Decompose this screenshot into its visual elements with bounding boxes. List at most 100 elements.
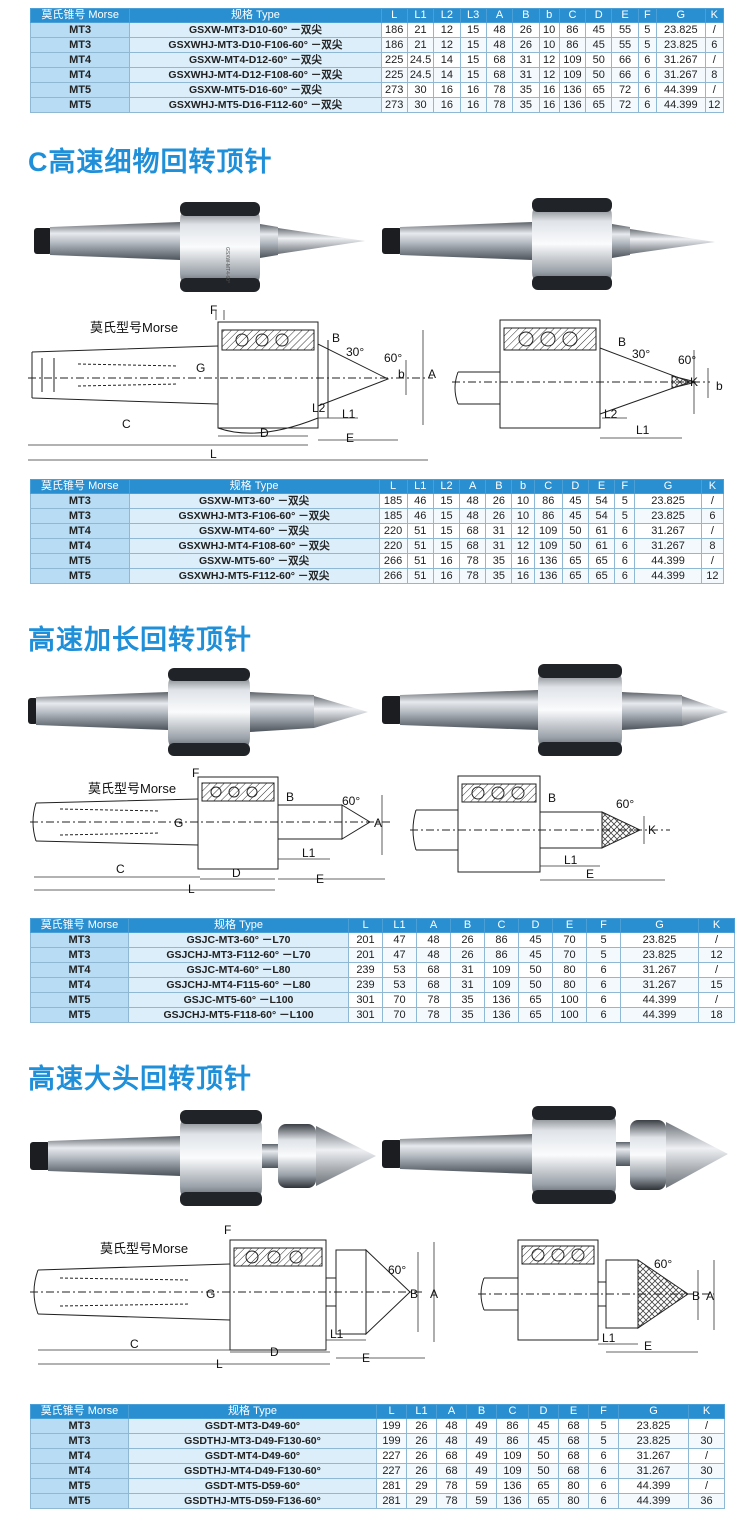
morse-cell: MT5 <box>30 568 130 584</box>
value-cell: 26 <box>406 1463 437 1479</box>
value-cell: 15 <box>459 37 487 53</box>
type-cell: GSDTHJ-MT4-D49-F130-60° <box>128 1463 377 1479</box>
value-cell: 6 <box>586 962 621 978</box>
value-cell: 86 <box>484 932 519 948</box>
value-cell: 68 <box>558 1433 589 1449</box>
svg-text:D: D <box>260 426 269 440</box>
type-cell: GSJC-MT4-60° －L80 <box>128 962 349 978</box>
svg-text:B: B <box>286 790 294 804</box>
value-cell: 44.399 <box>618 1493 689 1509</box>
value-cell: 65 <box>518 1007 553 1023</box>
value-cell: 68 <box>558 1418 589 1434</box>
svg-text:60°: 60° <box>678 353 696 367</box>
value-cell: 301 <box>348 1007 383 1023</box>
value-cell: 31.267 <box>618 1463 689 1479</box>
value-cell: 72 <box>611 97 639 113</box>
value-cell: 44.399 <box>620 992 699 1008</box>
value-cell: 136 <box>496 1478 529 1494</box>
value-cell: 5 <box>588 1418 619 1434</box>
value-cell: 65 <box>518 992 553 1008</box>
value-cell: 65 <box>528 1478 559 1494</box>
value-cell: 45 <box>528 1418 559 1434</box>
column-header: L1 <box>406 1404 437 1419</box>
value-cell: 26 <box>406 1433 437 1449</box>
value-cell: 6 <box>637 97 657 113</box>
value-cell: 185 <box>378 508 408 524</box>
value-cell: 35 <box>512 97 540 113</box>
value-cell: 44.399 <box>618 1478 689 1494</box>
value-cell: 12 <box>538 52 560 68</box>
morse-cell: MT4 <box>30 1463 129 1479</box>
value-cell: 5 <box>637 22 657 38</box>
value-cell: 8 <box>700 538 725 554</box>
morse-cell: MT3 <box>30 1418 129 1434</box>
type-cell: GSJCHJ-MT4-F115-60° －L80 <box>128 977 349 993</box>
value-cell: 10 <box>538 37 560 53</box>
morse-cell: MT4 <box>30 538 130 554</box>
value-cell: 31 <box>485 523 513 539</box>
value-cell: 51 <box>406 568 434 584</box>
column-header: C <box>558 8 587 23</box>
value-cell: 68 <box>558 1463 589 1479</box>
value-cell: 80 <box>558 1493 589 1509</box>
morse-label: 莫氏型号Morse <box>88 781 177 796</box>
column-header: D <box>561 479 590 494</box>
column-header: b <box>538 8 560 23</box>
value-cell: 78 <box>416 992 451 1008</box>
value-cell: / <box>688 1418 725 1434</box>
svg-text:E: E <box>586 867 594 881</box>
morse-cell: MT5 <box>29 97 131 113</box>
value-cell: 23.825 <box>618 1418 689 1434</box>
value-cell: 23.825 <box>620 947 699 963</box>
value-cell: 48 <box>485 22 514 38</box>
value-cell: 45 <box>561 493 590 509</box>
value-cell: 6 <box>586 992 621 1008</box>
dimension-drawing-extended-left: F G B 60° A L1 C D E L <box>30 766 390 896</box>
column-header: E <box>611 8 639 23</box>
svg-text:L1: L1 <box>342 407 356 421</box>
type-cell: GSJCHJ-MT3-F112-60° －L70 <box>128 947 349 963</box>
type-cell: GSXWHJ-MT5-D16-F112-60° －双尖 <box>129 97 382 113</box>
morse-cell: MT4 <box>30 523 130 539</box>
value-cell: 26 <box>512 22 540 38</box>
value-cell: 78 <box>436 1478 467 1494</box>
column-header: 莫氏锥号 Morse <box>30 918 129 933</box>
value-cell: 15 <box>432 508 461 524</box>
value-cell: 53 <box>382 962 417 978</box>
value-cell: 50 <box>585 52 613 68</box>
column-header: C <box>533 479 563 494</box>
value-cell: 50 <box>528 1463 559 1479</box>
value-cell: 78 <box>485 97 514 113</box>
column-header: L <box>348 918 383 933</box>
value-cell: 53 <box>382 977 417 993</box>
value-cell: 23.825 <box>655 37 706 53</box>
type-cell: GSJC-MT5-60° －L100 <box>128 992 349 1008</box>
value-cell: 49 <box>466 1418 497 1434</box>
value-cell: 31 <box>485 538 513 554</box>
value-cell: 59 <box>466 1493 497 1509</box>
svg-text:G: G <box>206 1287 215 1301</box>
value-cell: / <box>700 553 725 569</box>
morse-cell: MT4 <box>29 67 131 83</box>
svg-text:E: E <box>362 1351 370 1365</box>
value-cell: / <box>704 22 725 38</box>
value-cell: 14 <box>433 67 461 83</box>
morse-cell: MT3 <box>29 22 131 38</box>
column-header: L <box>376 1404 407 1419</box>
value-cell: 66 <box>611 52 639 68</box>
type-cell: GSXW-MT4-60° －双尖 <box>128 523 380 539</box>
value-cell: 50 <box>585 67 613 83</box>
value-cell: 30 <box>406 97 435 113</box>
value-cell: 227 <box>376 1463 407 1479</box>
value-cell: 35 <box>512 82 540 98</box>
value-cell: 12 <box>433 22 461 38</box>
value-cell: 78 <box>436 1493 467 1509</box>
morse-cell: MT3 <box>30 932 129 948</box>
